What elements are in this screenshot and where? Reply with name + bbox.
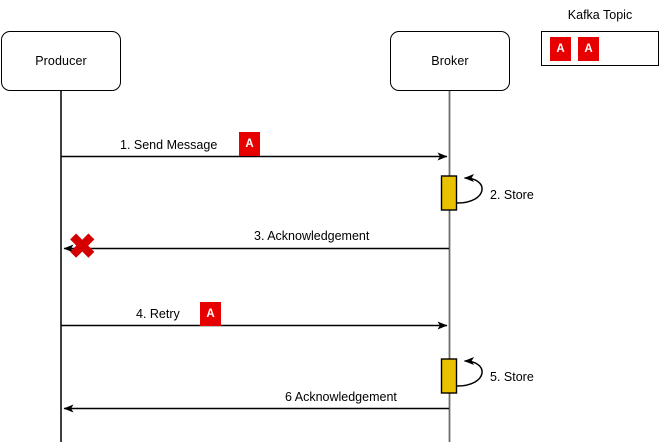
chip-send-message[interactable]: A [239, 132, 260, 156]
chip-retry[interactable]: A [200, 302, 221, 326]
activation-bar-store-2 [440, 358, 458, 394]
label-acknowledgement-2: 6 Acknowledgement [285, 390, 397, 404]
topic-message-chip-2[interactable]: A [578, 37, 599, 61]
activation-bar-store-1 [440, 175, 458, 211]
self-arrow-store-1 [456, 174, 483, 204]
topic-message-chip-1[interactable]: A [550, 37, 571, 61]
participant-broker[interactable]: Broker [390, 31, 510, 91]
label-acknowledgement-1: 3. Acknowledgement [254, 229, 370, 243]
participant-producer-label: Producer [35, 54, 87, 68]
label-store-2: 5. Store [490, 370, 534, 384]
label-retry: 4. Retry [136, 307, 180, 321]
kafka-topic-box[interactable]: A A [541, 31, 659, 66]
kafka-topic-title: Kafka Topic [567, 8, 633, 22]
participant-producer[interactable]: Producer [1, 31, 121, 91]
self-arrow-store-2 [456, 357, 483, 387]
participant-broker-label: Broker [431, 54, 469, 68]
message-lost-x-icon: ✖ [68, 228, 97, 266]
label-send-message: 1. Send Message [120, 138, 218, 152]
label-store-1: 2. Store [490, 188, 534, 202]
